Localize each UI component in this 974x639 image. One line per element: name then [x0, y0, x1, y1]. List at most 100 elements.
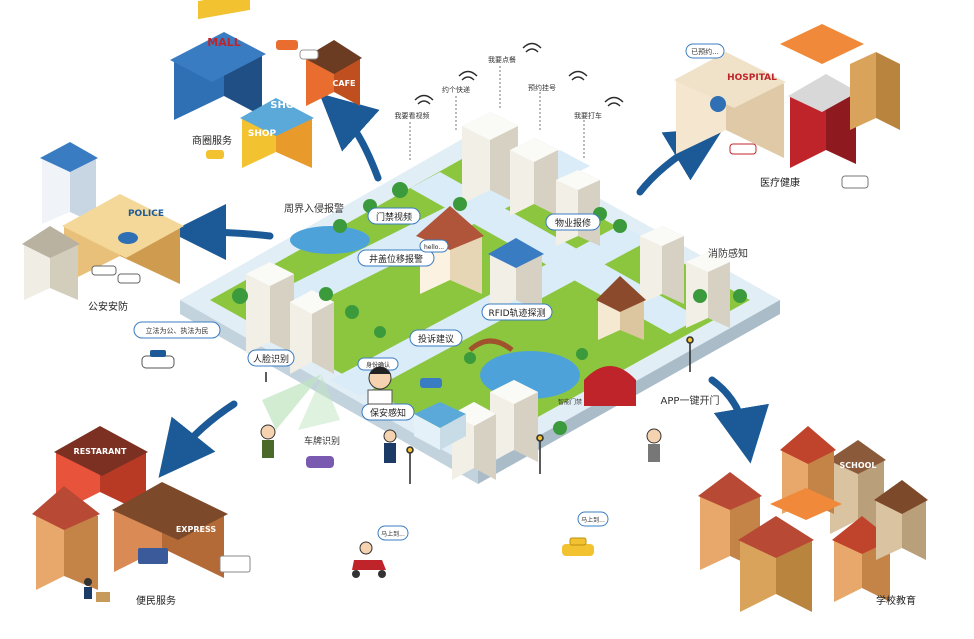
svg-text:人脸识别: 人脸识别 [253, 353, 289, 365]
car-icon [306, 456, 334, 468]
apartment-tower [462, 112, 518, 204]
trees [232, 182, 747, 435]
callout-face-recognition: 人脸识别 [247, 349, 295, 367]
callout-complaint: 投诉建议 [409, 329, 463, 347]
express-sign: EXPRESS [176, 525, 217, 534]
apartment-tower [510, 138, 558, 216]
svg-text:物业报修: 物业报修 [555, 217, 591, 229]
signal-lines [409, 66, 585, 160]
bank-building [22, 226, 80, 300]
smart-gate [584, 366, 636, 406]
wifi-icon [604, 96, 624, 107]
house-building [32, 486, 100, 590]
taxi-icon [562, 537, 594, 556]
taxi-speech-bubble: 马上到... [577, 511, 609, 527]
wifi-icon [568, 70, 588, 81]
police-car-icon [141, 350, 175, 369]
hospital-building: HOSPITAL [674, 52, 786, 158]
school-building [738, 516, 814, 612]
courier-person-icon [84, 578, 110, 602]
tall-building [40, 142, 98, 224]
label-community: 便民服务 [136, 594, 176, 607]
car-icon [206, 40, 319, 159]
blue-roof-building [488, 238, 544, 312]
callout-manhole-alarm: 井盖位移报警 [357, 249, 435, 267]
police-car-icon [91, 265, 141, 284]
wifi-icon [414, 94, 434, 105]
ambulance-icon [729, 143, 869, 189]
apartment-tower [490, 380, 538, 462]
delivery-truck-icon [138, 548, 251, 573]
wifi-label-watch-video: 我要看视频 [395, 111, 430, 120]
hospital-tower [850, 52, 900, 130]
callout-rfid-tracking: RFID轨迹探测 [481, 303, 553, 321]
person-icon [646, 428, 662, 462]
police-speech-bubble: 立法为公、执法为民 [133, 321, 221, 339]
scooter-courier-icon [352, 541, 386, 578]
svg-text:身份确认: 身份确认 [366, 361, 390, 369]
wifi-signals [414, 42, 624, 107]
tennis-court [770, 488, 842, 520]
feature-smart-gate: 智能门禁 [558, 398, 582, 406]
wifi-label-taxi: 我要打车 [574, 111, 602, 120]
restaurant-sign: RESTARANT [74, 447, 127, 456]
hospital-sign: HOSPITAL [727, 73, 777, 83]
svg-text:井盖位移报警: 井盖位移报警 [369, 253, 423, 265]
svg-text:RFID轨迹探测: RFID轨迹探测 [488, 307, 545, 319]
arrow-to-police [170, 204, 274, 261]
hospital-annex [788, 74, 858, 168]
person-icon [367, 366, 393, 405]
label-commerce: 商圈服务 [192, 134, 232, 147]
commerce-district: MALL CAFE SHOP SHOP 商圈服务 [170, 0, 362, 168]
svg-text:投诉建议: 投诉建议 [418, 333, 454, 345]
shop-building: SHOP SHOP [240, 98, 314, 168]
courier-speech-bubble: 马上到... [377, 525, 409, 541]
callout-access-video: 门禁视频 [367, 207, 421, 225]
svg-text:hello...: hello... [424, 244, 444, 251]
feature-plate-recognition: 车牌识别 [304, 435, 340, 447]
community-district: RESTARANT EXPRESS 便民服务 [32, 426, 251, 607]
wifi-icon [522, 42, 542, 53]
callout-guard-sensing: 保安感知 [361, 403, 415, 421]
arrow-to-school [708, 376, 770, 464]
hospital-speech-bubble: 已预约... [685, 43, 725, 59]
mall-building: MALL [170, 0, 266, 120]
apartment-tower [556, 170, 600, 246]
brown-house [596, 276, 646, 340]
arrow-to-commerce [319, 93, 382, 182]
wifi-label-booking: 约个快递 [442, 85, 470, 94]
police-district: POLICE 公安安防 立法为公、执法为民 [22, 142, 221, 369]
shop-sign-lower: SHOP [248, 129, 277, 139]
apartment-tower [246, 262, 294, 354]
feature-app-door: APP一键开门 [661, 394, 720, 407]
feature-fire-sensing: 消防感知 [708, 247, 748, 260]
label-hospital: 医疗健康 [760, 176, 800, 189]
wifi-icon [458, 70, 478, 81]
label-police: 公安安防 [88, 300, 128, 313]
arrow-to-hospital [636, 127, 725, 196]
police-sign: POLICE [128, 209, 164, 219]
express-building: EXPRESS [112, 482, 228, 578]
hello-bubble: hello... [419, 239, 449, 253]
cafe-sign: CAFE [333, 79, 356, 88]
label-school: 学校教育 [876, 594, 916, 607]
arrow-to-community [158, 400, 238, 478]
flow-arrows [158, 93, 770, 478]
shop-sign: SHOP [270, 100, 301, 111]
gatehouse [414, 402, 466, 450]
police-bubble-text: 立法为公、执法为民 [146, 326, 209, 335]
school-building [874, 480, 928, 560]
apartment-tower [686, 252, 730, 328]
tennis-court [780, 24, 864, 64]
wifi-label-ordering: 我要点餐 [488, 55, 516, 64]
guard-person-icon [383, 429, 397, 463]
street-lamp [265, 336, 694, 484]
mall-sign: MALL [207, 36, 240, 49]
wifi-label-queue: 预约挂号 [528, 83, 556, 92]
hospital-district: HOSPITAL 已预约... 医疗健康 [674, 24, 900, 189]
person-icon [260, 424, 276, 458]
callout-property-repair: 物业报修 [545, 213, 601, 231]
car-icon [420, 378, 442, 388]
apartment-tower [290, 290, 334, 374]
